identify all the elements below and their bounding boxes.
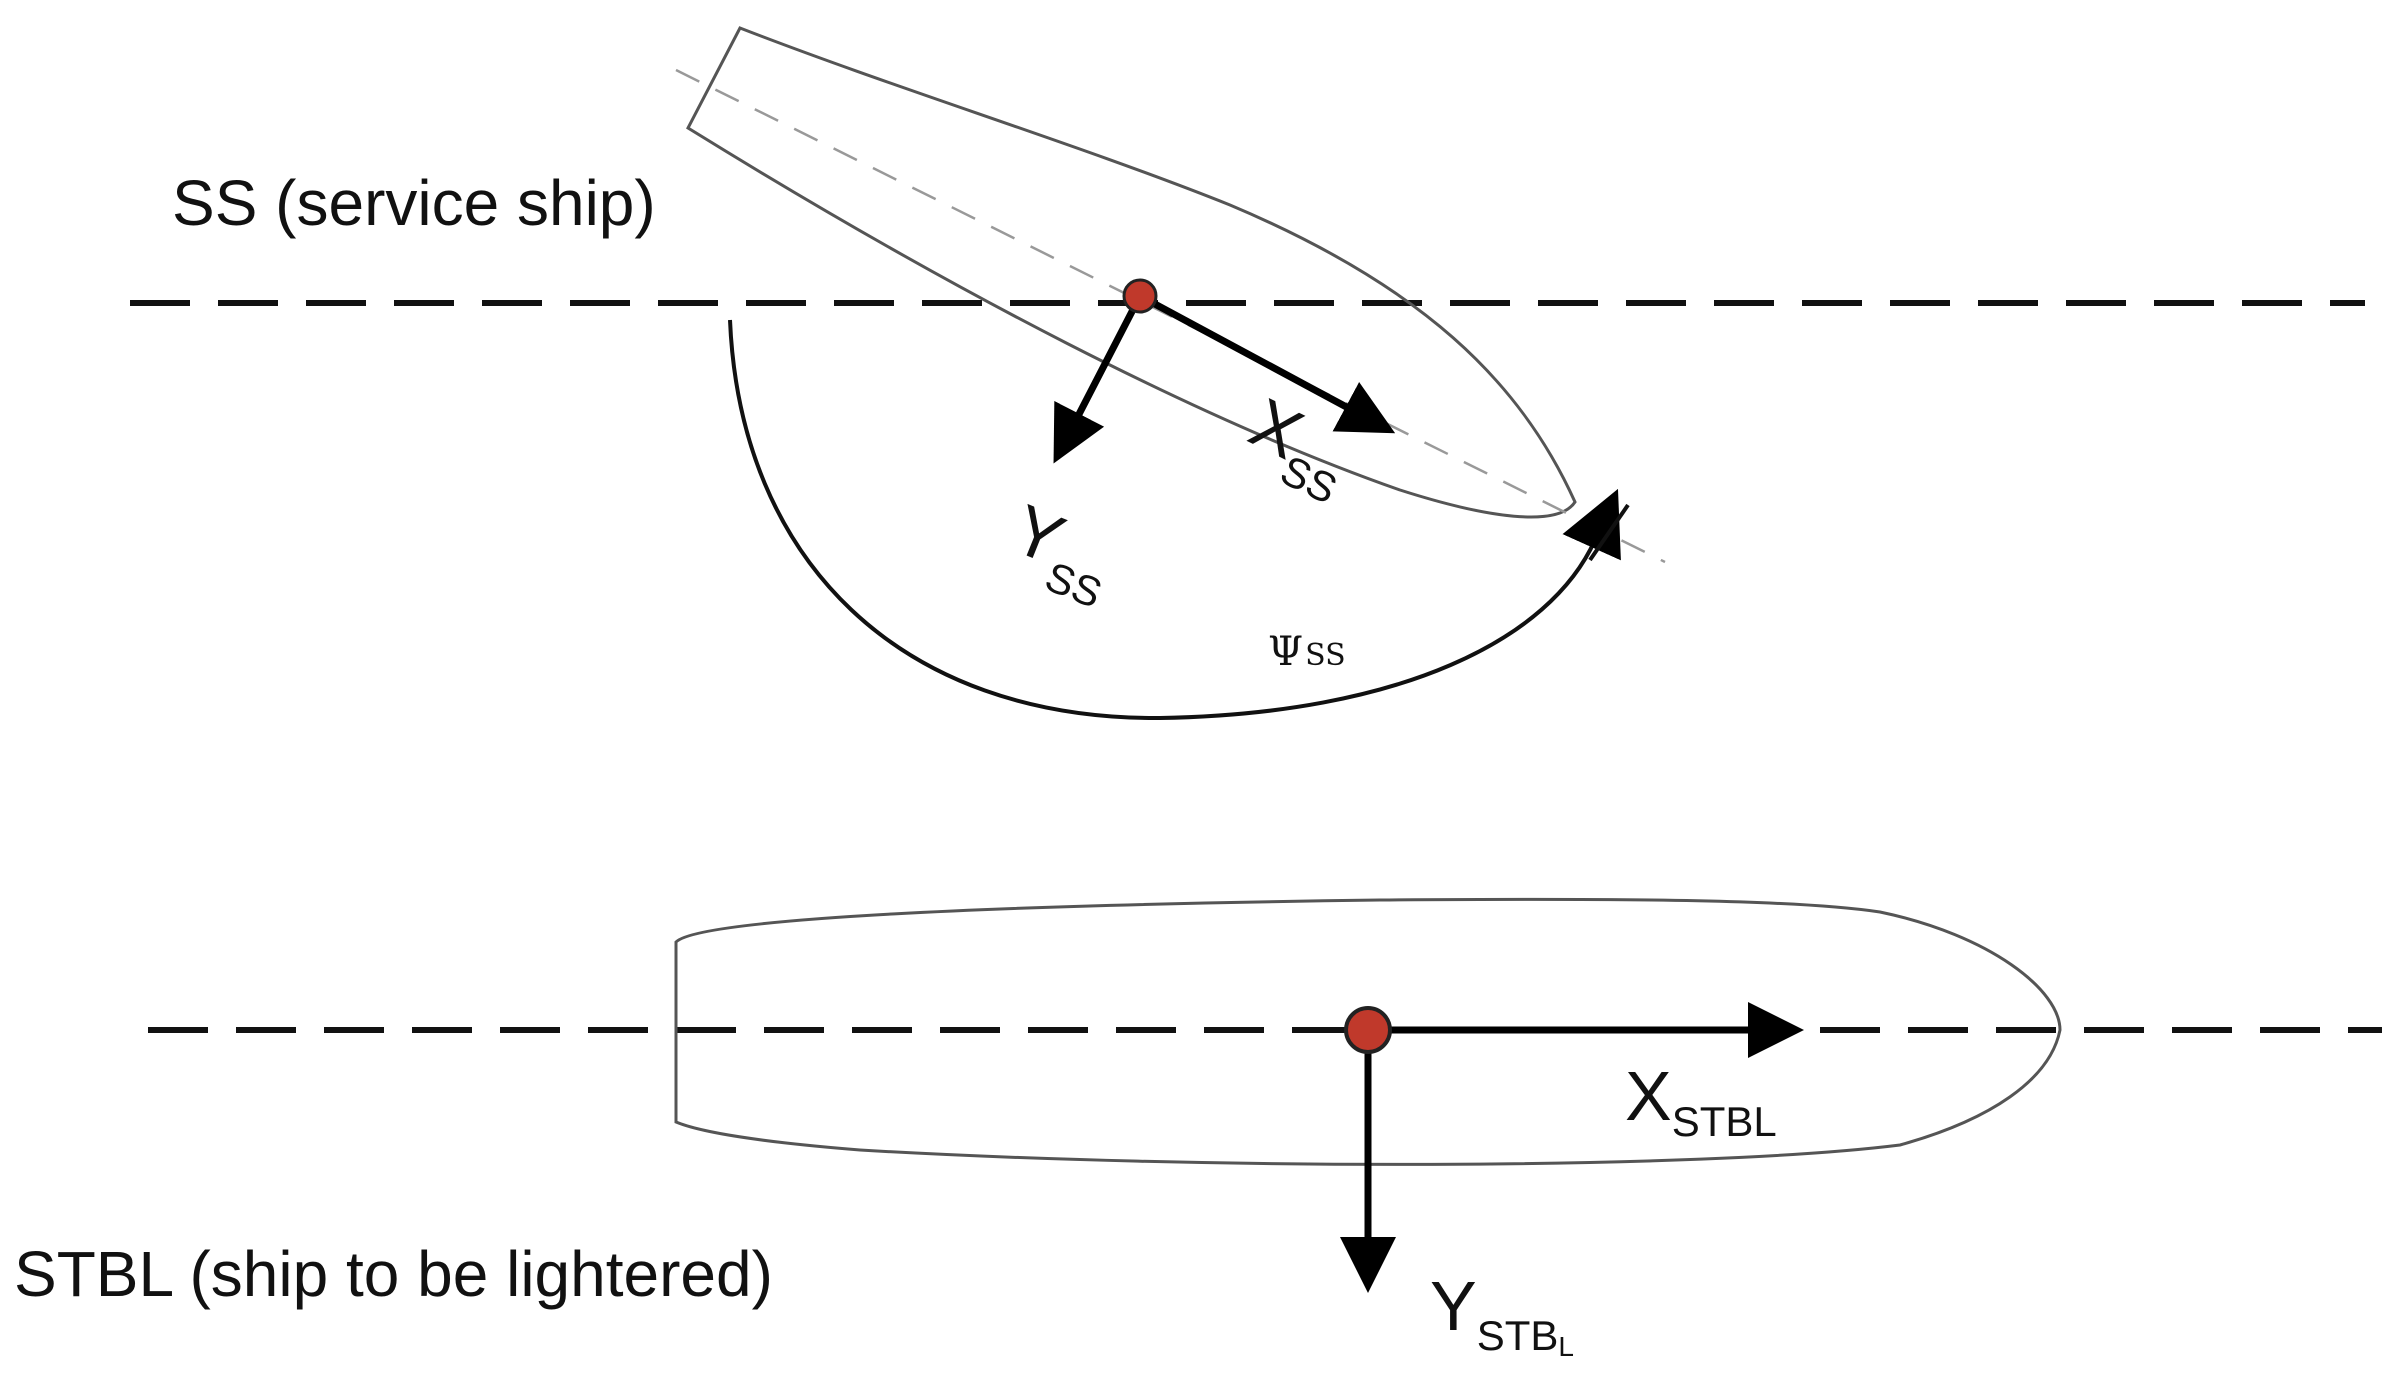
stbl-x-axis-label: XSTBL xyxy=(1625,1057,1777,1145)
stbl-y-axis-label: YSTBL xyxy=(1430,1267,1574,1362)
ss-hull-outline xyxy=(686,26,1577,519)
ss-heading-arc xyxy=(728,319,1621,721)
ss-label: SS (service ship) xyxy=(172,167,656,239)
ss-x-axis-arrow xyxy=(1138,292,1396,434)
ss-heading-symbol: Ψ xyxy=(1268,629,1303,675)
ss-y-axis-label: YSS xyxy=(996,490,1127,617)
ss-heading-label: ΨSS xyxy=(1268,629,1346,675)
stbl-x-axis-main: X xyxy=(1625,1057,1672,1135)
svg-text:YSS: YSS xyxy=(996,490,1127,617)
stbl-origin-marker xyxy=(1344,1006,1392,1054)
ss-heading-sub: SS xyxy=(1305,638,1346,673)
stbl-y-axis-sub: STB xyxy=(1477,1312,1559,1359)
stbl-hull-outline xyxy=(674,897,2062,1166)
ss-origin-marker xyxy=(1122,278,1158,314)
stbl-label: STBL (ship to be lightered) xyxy=(14,1238,773,1310)
stbl-y-axis-main: Y xyxy=(1430,1267,1477,1345)
ss-heading-tick xyxy=(1588,503,1630,562)
ss-y-axis-arrow xyxy=(1053,294,1144,464)
stbl-y-axis-sub2: L xyxy=(1558,1331,1574,1362)
stbl-x-axis-sub: STBL xyxy=(1672,1098,1777,1145)
